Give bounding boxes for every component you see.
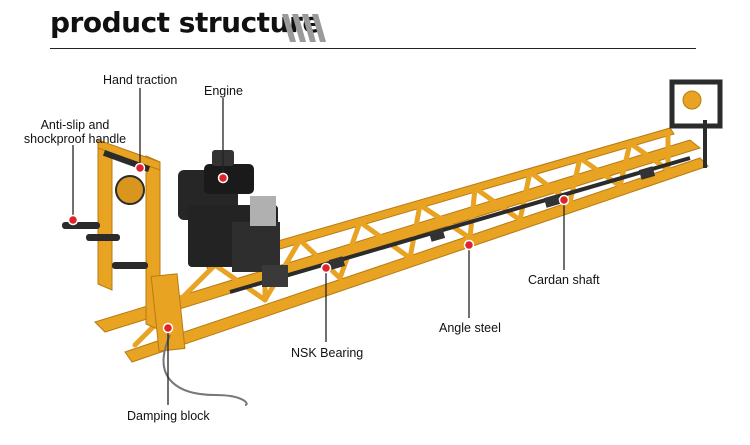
- right-end-bracket: [669, 79, 723, 168]
- leader-lines: [72, 88, 565, 405]
- marker-anti-slip-handle: [67, 214, 79, 226]
- truss-frame: [94, 127, 709, 363]
- label-damping-block: Damping block: [127, 409, 210, 423]
- marker-angle-steel: [463, 239, 475, 251]
- label-anti-slip-line1: Anti-slip and: [40, 118, 110, 132]
- label-nsk-bearing: NSK Bearing: [291, 346, 364, 360]
- marker-hand-traction: [134, 162, 146, 174]
- page-title: product structure: [50, 6, 321, 39]
- callout-markers: [67, 162, 570, 334]
- marker-cardan-shaft: [558, 194, 570, 206]
- label-angle-steel: Angle steel: [439, 321, 501, 335]
- label-cardan-shaft: Cardan shaft: [528, 273, 600, 287]
- label-engine: Engine: [204, 84, 243, 98]
- marker-nsk-bearing: [320, 262, 332, 274]
- marker-engine: [217, 172, 229, 184]
- label-anti-slip-line2: shockproof handle: [23, 132, 127, 146]
- cardan-shaft-part: [229, 156, 691, 294]
- engine-part: [178, 150, 288, 287]
- title-divider: [50, 48, 696, 49]
- marker-damping-block: [162, 322, 174, 334]
- label-anti-slip-handle: Anti-slip and shockproof handle: [22, 118, 128, 146]
- title-stripes-decoration: [282, 14, 326, 42]
- label-hand-traction: Hand traction: [103, 73, 178, 87]
- handle-frame: [62, 139, 186, 352]
